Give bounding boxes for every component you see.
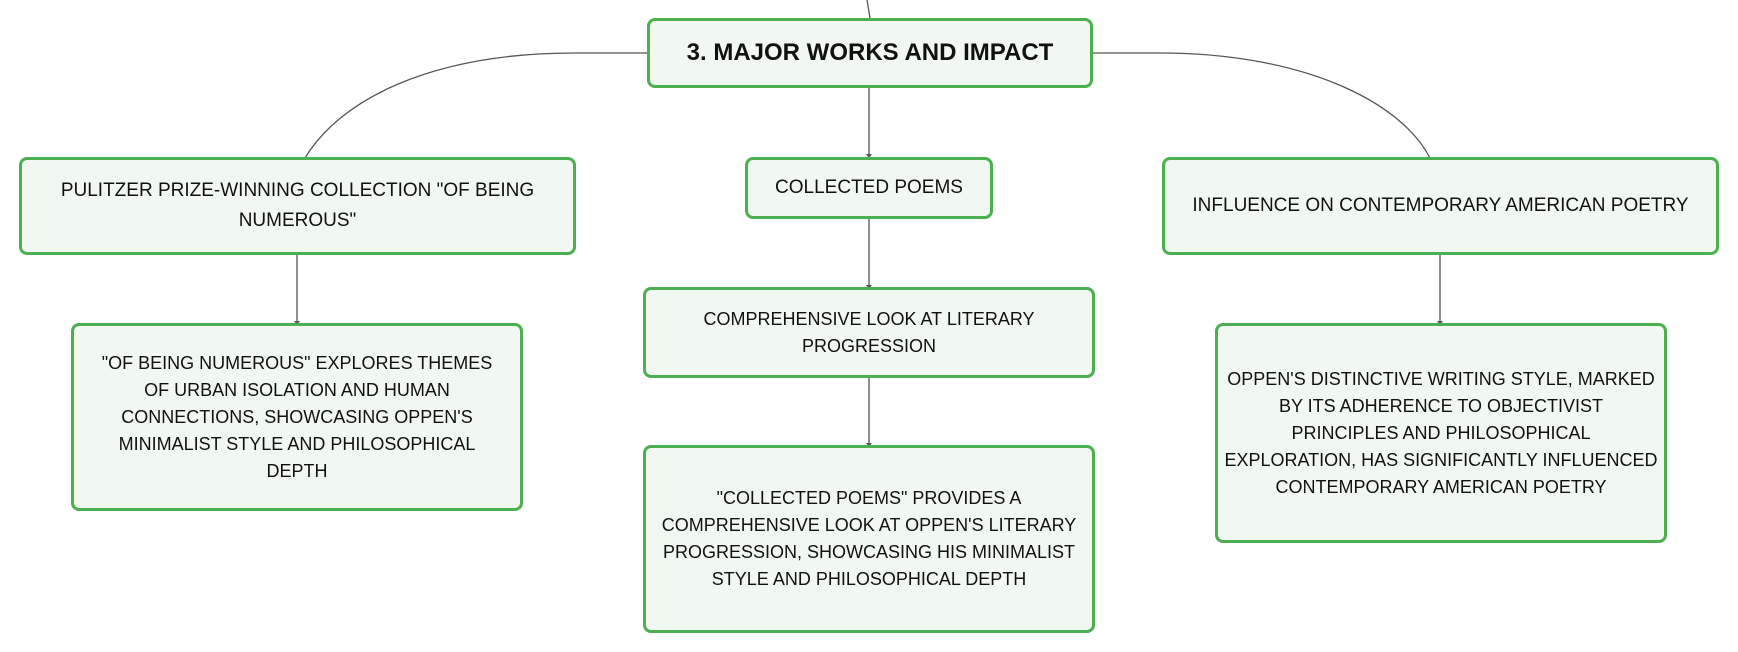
connector-parent-to-root [866,0,871,19]
connector-root-to-pulitzer [304,52,648,159]
detail-node-influence[interactable]: OPPEN'S DISTINCTIVE WRITING STYLE, MARKE… [1215,323,1667,543]
branch-node-pulitzer-collection[interactable]: PULITZER PRIZE-WINNING COLLECTION "OF BE… [19,157,576,255]
connector-root-to-influence [1093,52,1431,159]
arrow-head [866,154,872,158]
detail-node-collected-poems[interactable]: "COLLECTED POEMS" PROVIDES A COMPREHENSI… [643,445,1095,633]
root-node-major-works[interactable]: 3. MAJOR WORKS AND IMPACT [647,18,1093,88]
branch-node-collected-poems[interactable]: COLLECTED POEMS [745,157,993,219]
branch-node-influence-contemporary-poetry[interactable]: INFLUENCE ON CONTEMPORARY AMERICAN POETR… [1162,157,1719,255]
subtopic-node-literary-progression[interactable]: COMPREHENSIVE LOOK AT LITERARY PROGRESSI… [643,287,1095,378]
detail-node-of-being-numerous[interactable]: "OF BEING NUMEROUS" EXPLORES THEMES OF U… [71,323,523,511]
